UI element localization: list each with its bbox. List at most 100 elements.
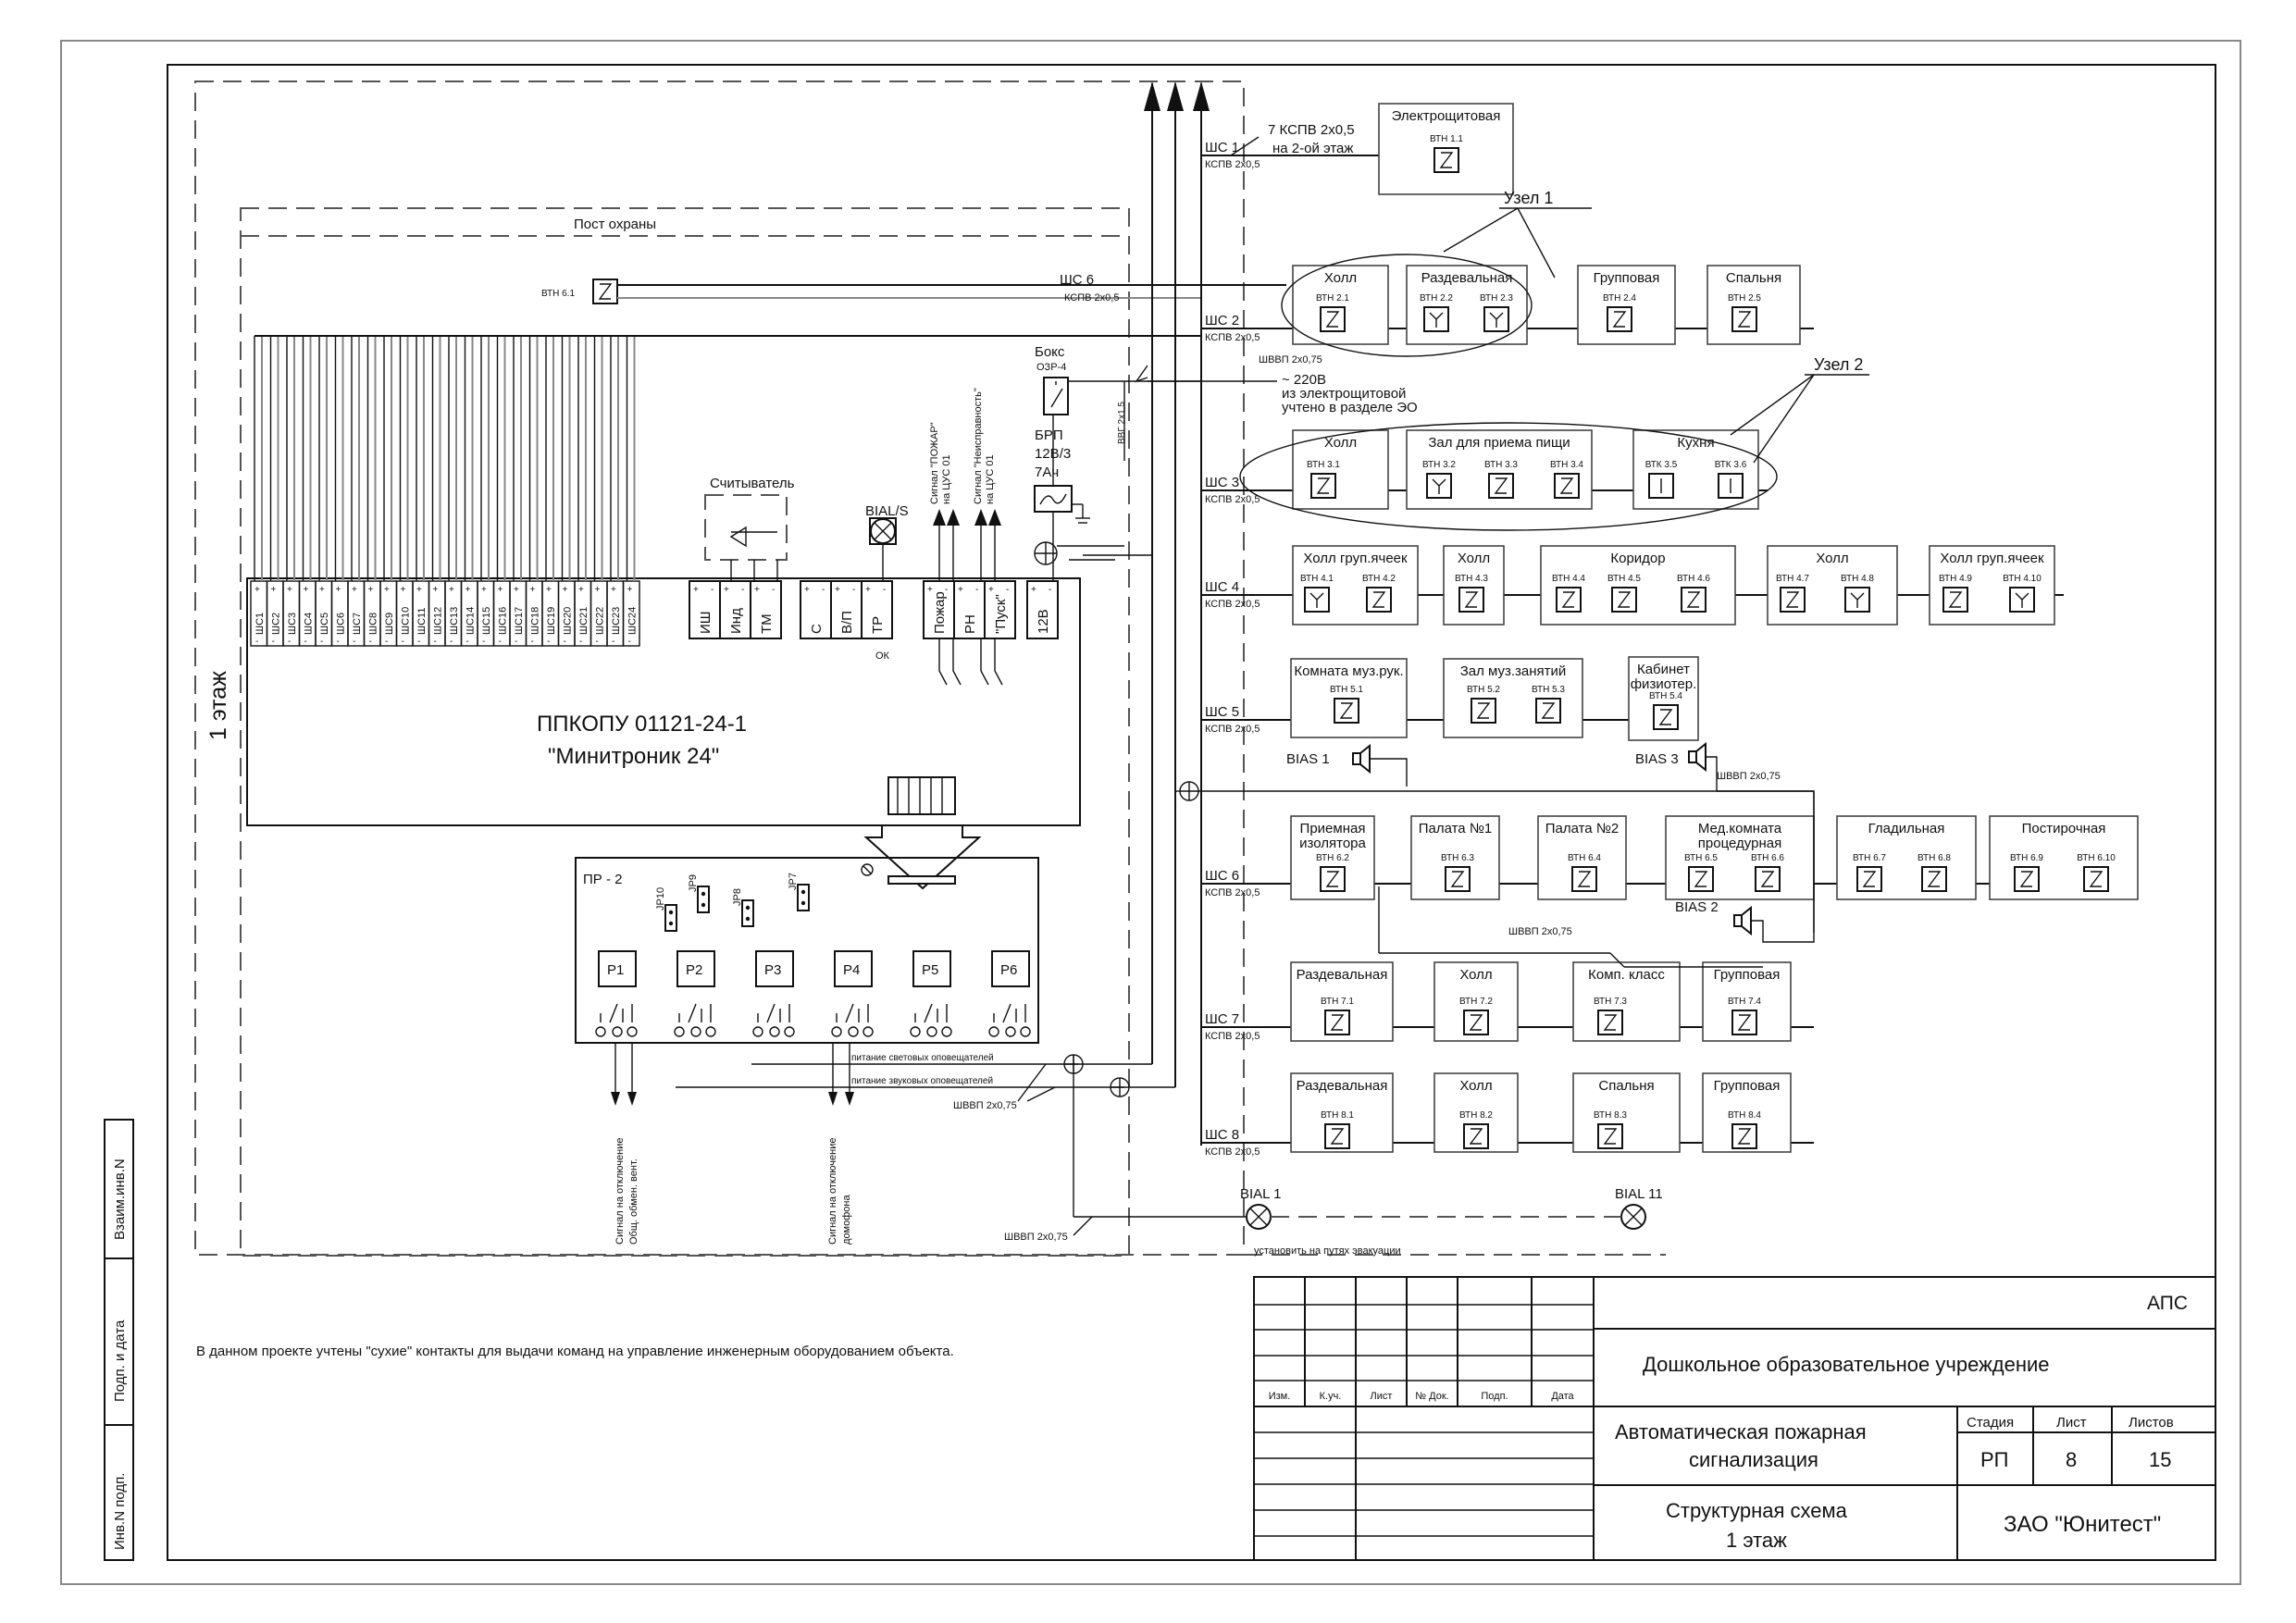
project-note: В данном проекте учтены "сухие" контакты… <box>196 1344 954 1359</box>
smoke-detector-icon <box>1780 587 1806 613</box>
room-title: Кухня <box>1677 435 1714 451</box>
detector-label: ВТН 4.9 <box>1939 574 1972 584</box>
sounder-label: BIAS 3 <box>1635 751 1679 767</box>
loop-label: ШС 1 <box>1205 140 1239 155</box>
terminal-sign: - <box>579 637 582 647</box>
terminal-sign: + <box>384 585 390 595</box>
stage-label: Стадия <box>1967 1415 2014 1431</box>
heat-detector-icon <box>1844 587 1870 613</box>
terminal-sign: - <box>337 637 340 647</box>
to-cus-label: на ЦУС 01 <box>985 454 996 504</box>
smoke-detector-icon <box>1471 698 1496 724</box>
node-markers: Узел 1 Узел 2 <box>1239 189 1869 531</box>
loop-terminal-label: ШС1 <box>254 613 266 635</box>
terminal-sign: + <box>835 585 840 595</box>
room-title: Раздевальная <box>1297 967 1388 983</box>
heat-detector-icon <box>1426 473 1452 499</box>
inv-label: Инв.N подп. <box>112 1473 128 1550</box>
terminal-sign: - <box>883 585 886 595</box>
room-title: Палата №2 <box>1545 821 1620 836</box>
jumper-icon <box>741 899 754 927</box>
terminal-sign: + <box>693 585 699 595</box>
loop-terminals: +-ШС1+-ШС2+-ШС3+-ШС4+-ШС5+-ШС6+-ШС7+-ШС8… <box>250 580 640 647</box>
smoke-detector-icon <box>2014 866 2040 892</box>
jumper-label: JP8 <box>732 888 743 906</box>
room-title: Постирочная <box>2022 821 2106 836</box>
light-icon <box>1620 1204 1646 1230</box>
smoke-detector-icon <box>1433 147 1459 173</box>
loop-terminal-label: ШС3 <box>287 613 298 635</box>
relay-coil <box>755 950 794 987</box>
exit-lights: BIAL 1 BIAL 11 установить на путях эваку… <box>1240 1186 1663 1257</box>
detector-label: ВТН 3.2 <box>1422 460 1456 470</box>
aux-terminal-label: ИШ <box>698 611 714 634</box>
loop-label: ШС 3 <box>1205 475 1239 490</box>
aux-terminal-label: Инд <box>728 608 744 634</box>
terminal-sign: - <box>852 585 855 595</box>
sounder-label: BIAS 1 <box>1286 751 1330 767</box>
terminal-sign: - <box>482 637 485 647</box>
light-label: BIAL 11 <box>1615 1186 1663 1202</box>
terminal-sign: + <box>563 585 568 595</box>
terminal-sign: - <box>772 585 775 595</box>
room-title: Электрощитовая <box>1392 108 1501 124</box>
terminal-sign: - <box>1049 585 1051 595</box>
heat-detector-icon <box>1423 306 1449 332</box>
detector-label: ВТН 5.3 <box>1532 685 1565 695</box>
detector-label: ВТН 5.2 <box>1467 685 1500 695</box>
terminal-sign: - <box>612 637 614 647</box>
smoke-detector-icon <box>1921 866 1947 892</box>
smoke-detector-icon <box>1535 698 1561 724</box>
loop-terminal-label: ШС14 <box>465 607 477 635</box>
output-label: Сигнал на отключение <box>614 1138 626 1245</box>
terminal-sign: - <box>304 637 307 647</box>
loop-terminal-label: ШС24 <box>627 607 639 635</box>
heat-detector-icon <box>1483 306 1509 332</box>
detector-label: ВТН 7.4 <box>1728 997 1761 1007</box>
security-post-area <box>240 207 1130 1257</box>
terminal-sign: - <box>564 637 566 647</box>
smoke-detector-icon <box>1310 473 1336 499</box>
terminal-sign: - <box>353 637 355 647</box>
terminal-sign: + <box>1031 585 1036 595</box>
terminal-sign: - <box>417 637 420 647</box>
terminal-sign: - <box>320 637 323 647</box>
revision-column-label: Дата <box>1551 1391 1574 1402</box>
loop-terminal-label: ШС21 <box>578 607 590 635</box>
terminal-sign: + <box>336 585 341 595</box>
terminal-sign: + <box>401 585 406 595</box>
terminal-sign: + <box>865 585 871 595</box>
room-title: Холл груп.ячеек <box>1303 551 1408 566</box>
floor-boundary <box>194 81 1245 1256</box>
relay-title: ПР - 2 <box>583 872 622 887</box>
room-title: Палата №1 <box>1419 821 1493 836</box>
bial-s: BIAL/S <box>865 503 909 581</box>
heat-detector-icon <box>2009 587 2035 613</box>
terminal-sign: - <box>1006 585 1009 595</box>
sounder-label: BIAS 2 <box>1675 899 1719 915</box>
terminal-sign: + <box>465 585 471 595</box>
detector-label: ВТН 2.4 <box>1603 293 1636 304</box>
terminal-sign: - <box>272 637 275 647</box>
terminal-sign: + <box>352 585 357 595</box>
room-title: Спальня <box>1726 270 1781 286</box>
speaker-icon <box>1733 907 1752 935</box>
jumper-label: JP7 <box>788 873 799 890</box>
terminal-sign: + <box>514 585 519 595</box>
detector-label: ВТН 4.4 <box>1552 574 1585 584</box>
terminal-sign: + <box>611 585 616 595</box>
room-title: процедурная <box>1698 836 1781 851</box>
jumper-icon <box>697 886 710 913</box>
loop-terminal-label: ШС17 <box>514 607 525 635</box>
room-title: Холл <box>1324 270 1357 286</box>
detector-label: ВТН 3.3 <box>1484 460 1518 470</box>
smoke-detector-icon <box>592 279 618 304</box>
